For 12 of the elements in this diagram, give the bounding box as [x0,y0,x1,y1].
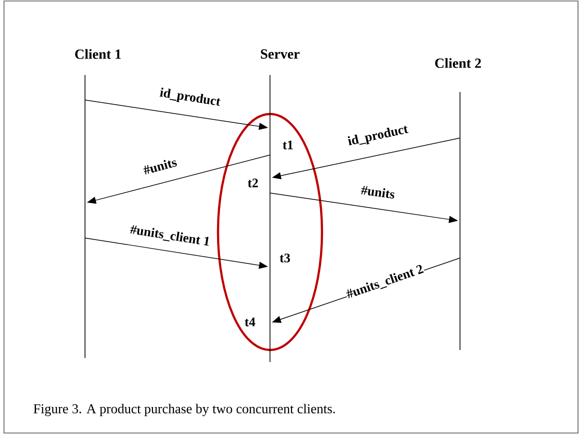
time-label: t1 [282,140,294,150]
lifeline-heading: Client 1 [75,49,121,59]
lifeline [84,74,86,358]
lifeline-heading: Client 2 [435,58,481,68]
edge-label: #units_client 1 [128,224,212,248]
edge-label: id_product [346,123,410,149]
edge-label: #units [142,156,178,176]
figure-caption: Figure 3. A product purchase by two concurrent clients. [34,404,335,416]
edge-label: id_product [158,86,222,110]
lifeline-heading: Server [260,49,300,59]
edge-label: #units [360,184,396,200]
time-label: t3 [279,253,291,263]
